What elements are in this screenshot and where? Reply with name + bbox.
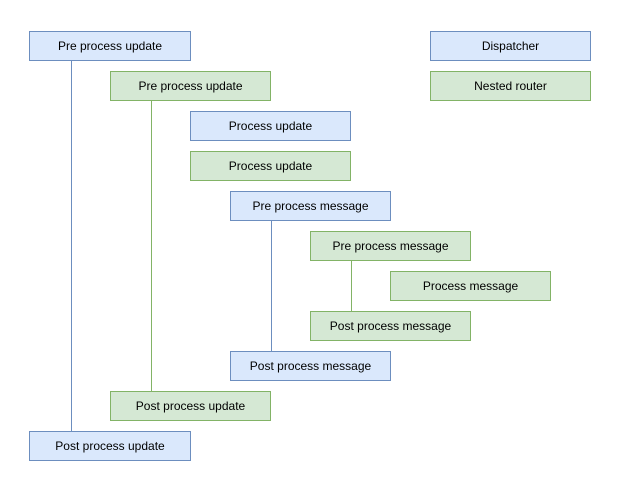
connector-line [271,221,272,351]
connector-line [71,61,72,431]
node-pre-process-update-router[interactable]: Pre process update [110,71,271,101]
legend-item-nested-router[interactable]: Nested router [430,71,591,101]
legend-item-dispatcher[interactable]: Dispatcher [430,31,591,61]
node-post-process-message-dispatcher[interactable]: Post process message [230,351,391,381]
node-process-update-router[interactable]: Process update [190,151,351,181]
node-post-process-message-router[interactable]: Post process message [310,311,471,341]
node-pre-process-update-dispatcher[interactable]: Pre process update [29,31,191,61]
node-pre-process-message-dispatcher[interactable]: Pre process message [230,191,391,221]
node-process-update-dispatcher[interactable]: Process update [190,111,351,141]
node-post-process-update-dispatcher[interactable]: Post process update [29,431,191,461]
node-process-message-router[interactable]: Process message [390,271,551,301]
node-post-process-update-router[interactable]: Post process update [110,391,271,421]
connector-line [351,261,352,311]
node-pre-process-message-router[interactable]: Pre process message [310,231,471,261]
connector-line [151,101,152,391]
